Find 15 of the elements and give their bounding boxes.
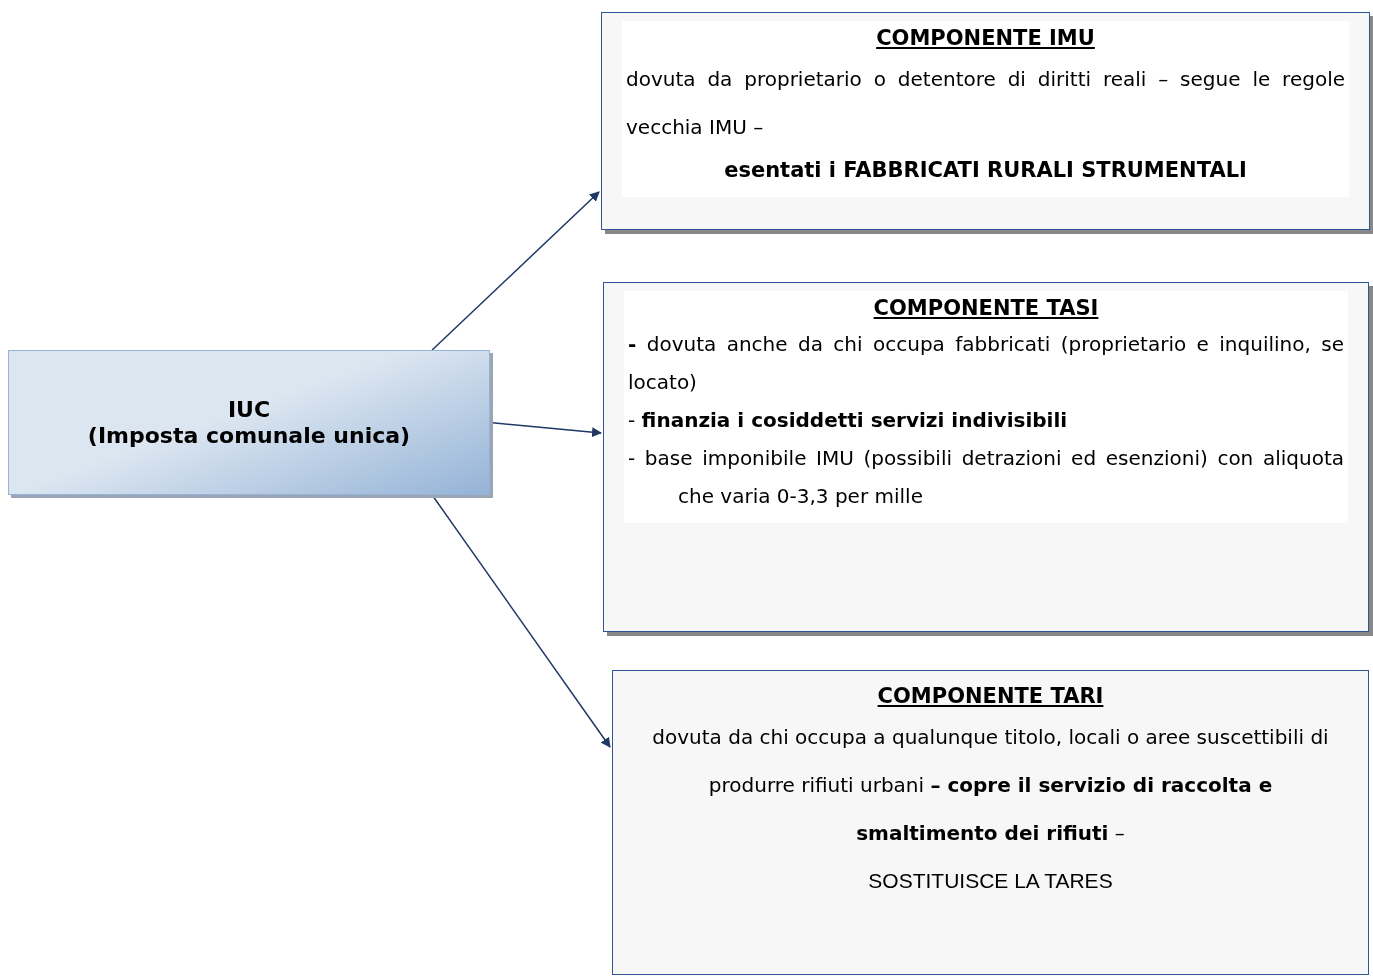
bold-note: esentati i FABBRICATI RURALI STRUMENTALI: [723, 157, 1248, 184]
node-subtitle: (Imposta comunale unica): [87, 422, 411, 449]
main-box: [8, 350, 490, 495]
body-text: dovuta da proprietario o detentore di diritti reali – segue le regole vecchia IMU –: [626, 66, 1345, 141]
component-box: [612, 670, 1369, 975]
arrow: [431, 191, 600, 351]
node-title: IUC: [227, 396, 271, 423]
body-text: SOSTITUISCE LA TARES: [867, 868, 1114, 894]
bullet-text: - finanzia i cosiddetti servizi indivisibili: [628, 407, 1069, 434]
section-heading: COMPONENTE IMU: [876, 26, 1095, 50]
bullet-text: - base imponibile IMU (possibili detrazioni ed esenzioni) con aliquota che varia 0-3,3 per mille: [628, 445, 1344, 510]
section-heading: COMPONENTE TASI: [873, 296, 1099, 320]
section-heading: COMPONENTE TARI: [877, 684, 1104, 708]
bullet-text: - dovuta anche da chi occupa fabbricati (proprietario e inquilino, se locato): [628, 331, 1344, 396]
body-text: dovuta da chi occupa a qualunque titolo, locali o aree suscettibili di produrre rifiuti urbani – copre il servizio di raccolta e smaltimento dei rifiuti –: [651, 724, 1330, 847]
